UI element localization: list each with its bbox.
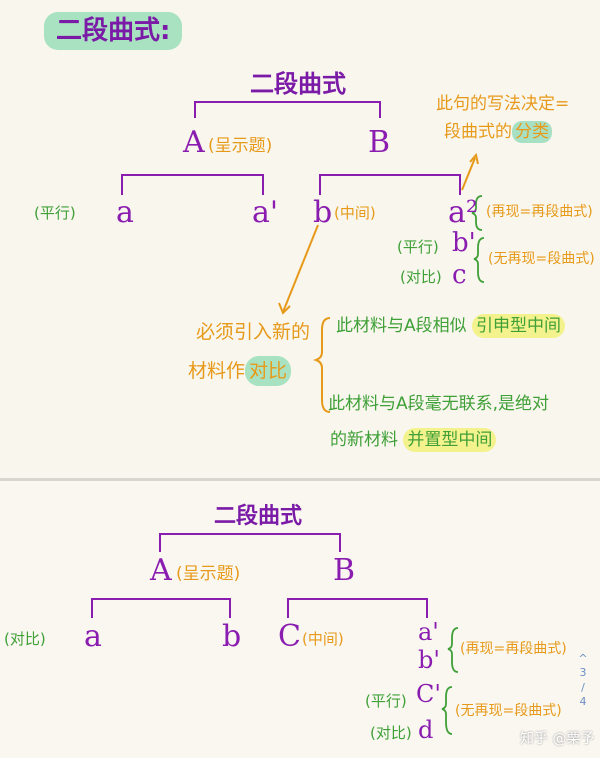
- note-top-line2-text: 段曲式的: [444, 122, 512, 142]
- root-label: 二段曲式: [250, 70, 346, 98]
- bottom-contrast-label: (对比): [370, 724, 412, 742]
- bottom-root-label: 二段曲式: [214, 504, 303, 529]
- node-a: a: [116, 195, 134, 230]
- note-top-line1: 此句的写法决定=: [436, 94, 570, 114]
- bottom-contrast-left-label: (对比): [4, 630, 46, 648]
- bottom-node-A-note: (呈示题): [176, 564, 241, 584]
- must-line2-text: 材料作: [188, 360, 246, 382]
- node-b: b: [313, 195, 333, 230]
- bc-note: (无再现=段曲式): [488, 251, 595, 267]
- node-B: B: [368, 125, 391, 160]
- bottom-node-c-note: (中间): [302, 630, 344, 648]
- note-top-line2-highlight: 分类: [512, 121, 552, 143]
- option2-line1: 此材料与A段毫无联系,是绝对: [328, 394, 550, 414]
- page-current: 3: [579, 666, 587, 680]
- node-a-prime: a': [252, 195, 279, 230]
- bottom-node-A: A: [150, 553, 172, 588]
- node-b-note: (中间): [334, 204, 376, 222]
- bottom-ab-note: (再现=再段曲式): [460, 641, 567, 657]
- node-A-note: (呈示题): [208, 136, 273, 156]
- page-sep: /: [581, 680, 585, 694]
- note-top-line2: 段曲式的分类: [444, 121, 552, 143]
- node-c: c: [452, 260, 467, 290]
- bottom-cd-note: (无再现=段曲式): [455, 703, 562, 719]
- bottom-node-b: b: [222, 619, 242, 654]
- must-line2: 材料作对比: [188, 356, 292, 386]
- option1: 此材料与A段相似 引申型中间: [336, 314, 566, 338]
- parallel-left-label: (平行): [34, 204, 76, 222]
- page-total: 4: [579, 694, 587, 708]
- a2-note: (再现=再段曲式): [486, 204, 593, 220]
- bottom-node-c: C: [278, 619, 301, 654]
- bottom-node-c-prime: C': [416, 680, 441, 708]
- node-b-prime: b': [452, 228, 476, 258]
- node-A: A: [183, 125, 205, 160]
- top-diagram-panel: 二段曲式: 二段曲式 A (呈示题) B (平行) a a' b (中间) a²…: [34, 12, 595, 452]
- bottom-node-b-prime: b': [418, 646, 440, 674]
- panel-divider: [0, 478, 600, 481]
- option2-line2: 的新材料 并置型中间: [330, 428, 497, 452]
- bottom-connector-lines: [91, 533, 459, 735]
- option1-highlight: 引申型中间: [472, 314, 566, 338]
- must-line1: 必须引入新的: [196, 321, 311, 343]
- bottom-node-d: d: [418, 716, 434, 744]
- heading: 二段曲式:: [44, 12, 183, 50]
- bottom-diagram-panel: 二段曲式 A (呈示题) B (对比) a b C (中间) a' b' (再现…: [0, 482, 600, 758]
- must-line2-highlight: 对比: [245, 356, 292, 386]
- option2-line2-text: 的新材料: [330, 430, 398, 450]
- node-a2: a²: [448, 195, 478, 230]
- bottom-parallel-label: (平行): [365, 692, 407, 710]
- chevron-up-icon[interactable]: ^: [578, 652, 588, 665]
- bottom-node-a: a: [84, 619, 102, 654]
- option1-text: 此材料与A段相似: [336, 316, 467, 336]
- option2-highlight: 并置型中间: [403, 428, 497, 452]
- page-indicator[interactable]: ^ 3 / 4: [575, 652, 591, 709]
- top-connector-lines: [121, 101, 485, 413]
- watermark: 知乎 @栗予: [520, 731, 595, 747]
- parallel-b-label: (平行): [397, 238, 439, 256]
- bottom-node-B: B: [333, 553, 356, 588]
- bottom-node-a-prime: a': [418, 618, 439, 646]
- contrast-c-label: (对比): [400, 268, 442, 286]
